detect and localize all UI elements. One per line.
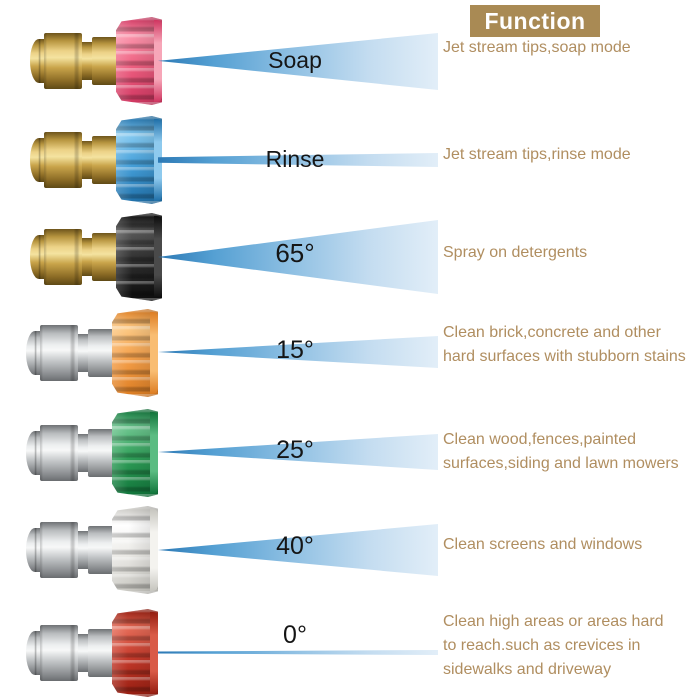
- function-description: Clean high areas or areas hard to reach.…: [443, 613, 664, 678]
- nozzle-end-fitting: [30, 235, 46, 279]
- function-description: Clean screens and windows: [443, 536, 643, 553]
- nozzle-end-fitting: [26, 331, 42, 375]
- spray-label: 15°: [276, 336, 314, 364]
- nozzle-row-0: 0° Clean high areas or areas hard to rea…: [0, 608, 700, 700]
- spray-pattern-jet-line: [158, 650, 438, 655]
- nozzle-row-65: 65° Spray on detergents: [0, 212, 700, 312]
- nozzle-collar: [92, 37, 118, 85]
- nozzle-end-fitting: [26, 528, 42, 572]
- nozzle-collar: [88, 429, 114, 477]
- nozzle-collar: [92, 233, 118, 281]
- function-description: Clean brick,concrete and other hard surf…: [443, 324, 686, 365]
- nozzle-25: [26, 409, 158, 497]
- nozzle-collar: [88, 329, 114, 377]
- nozzle-collar: [92, 136, 118, 184]
- nozzle-body: [40, 625, 78, 681]
- nozzle-collar: [88, 526, 114, 574]
- nozzle-collar: [88, 629, 114, 677]
- nozzle-tip-rim: [150, 509, 158, 591]
- nozzle-end-fitting: [30, 138, 46, 182]
- nozzle-tip-rim: [154, 20, 162, 102]
- nozzle-neck: [78, 334, 88, 372]
- function-description: Jet stream tips,rinse mode: [443, 146, 631, 163]
- function-description: Jet stream tips,soap mode: [443, 39, 631, 56]
- spray-label: 40°: [276, 532, 314, 560]
- nozzle-row-15: 15° Clean brick,concrete and other hard …: [0, 308, 700, 408]
- nozzle-body: [40, 425, 78, 481]
- nozzle-tip-rim: [150, 312, 158, 394]
- nozzle-15: [26, 309, 158, 397]
- nozzle-65: [30, 213, 162, 301]
- nozzle-0: [26, 609, 158, 697]
- nozzle-row-25: 25° Clean wood,fences,painted surfaces,s…: [0, 408, 700, 508]
- nozzle-neck: [78, 531, 88, 569]
- nozzle-body: [44, 132, 82, 188]
- spray-label: Soap: [268, 47, 322, 73]
- nozzle-40: [26, 506, 158, 594]
- nozzle-neck: [78, 634, 88, 672]
- spray-label: 65°: [275, 238, 315, 268]
- nozzle-soap: [30, 17, 162, 105]
- nozzle-row-soap: Soap Jet stream tips,soap mode: [0, 16, 700, 116]
- nozzle-end-fitting: [26, 431, 42, 475]
- spray-label: 0°: [283, 621, 307, 649]
- nozzle-neck: [82, 141, 92, 179]
- nozzle-neck: [82, 238, 92, 276]
- spray-pattern-straight-band: [158, 153, 438, 167]
- nozzle-neck: [82, 42, 92, 80]
- nozzle-row-rinse: Rinse Jet stream tips,rinse mode: [0, 115, 700, 215]
- nozzle-row-40: 40° Clean screens and windows: [0, 505, 700, 605]
- nozzle-end-fitting: [26, 631, 42, 675]
- nozzle-end-fitting: [30, 39, 46, 83]
- nozzle-body: [44, 33, 82, 89]
- spray-label: Rinse: [265, 146, 325, 172]
- spray-label: 25°: [276, 436, 314, 464]
- nozzle-body: [44, 229, 82, 285]
- nozzle-body: [40, 325, 78, 381]
- nozzle-body: [40, 522, 78, 578]
- nozzle-tip-rim: [150, 412, 158, 494]
- nozzle-rinse: [30, 116, 162, 204]
- nozzle-neck: [78, 434, 88, 472]
- function-description: Clean wood,fences,painted surfaces,sidin…: [443, 431, 679, 472]
- nozzle-tip-rim: [150, 612, 158, 694]
- function-description: Spray on detergents: [443, 244, 588, 261]
- function-header-label: Function: [484, 7, 586, 34]
- function-header: Function: [470, 5, 600, 37]
